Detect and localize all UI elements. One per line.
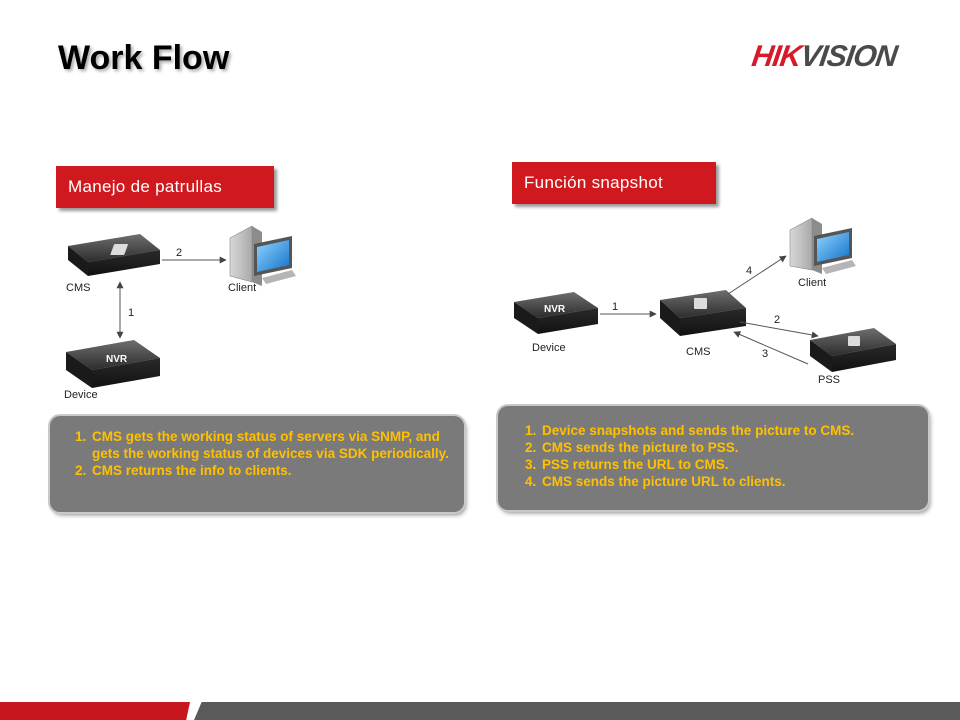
left-client-computer-icon bbox=[229, 225, 296, 286]
snapshot-section-label: Función snapshot bbox=[512, 162, 716, 204]
left-edge-1-label: 1 bbox=[128, 307, 134, 319]
right-nvr-device-icon: NVR bbox=[514, 292, 598, 334]
patrol-step-2: CMS returns the info to clients. bbox=[90, 462, 454, 479]
left-edge-2-label: 2 bbox=[176, 247, 182, 259]
snapshot-steps-note: Device snapshots and sends the picture t… bbox=[498, 406, 928, 510]
left-nvr-device-icon: NVR bbox=[66, 340, 160, 388]
snapshot-step-4: CMS sends the picture URL to clients. bbox=[540, 473, 918, 490]
left-cms-label: CMS bbox=[66, 282, 90, 294]
page-title: Work Flow bbox=[58, 39, 230, 77]
snapshot-step-2: CMS sends the picture to PSS. bbox=[540, 439, 918, 456]
right-edge-3-arrow bbox=[733, 331, 809, 365]
right-edge-2-label: 2 bbox=[774, 314, 780, 326]
right-device-label: Device bbox=[532, 342, 566, 354]
right-pss-server-icon bbox=[810, 328, 896, 372]
right-cms-server-icon bbox=[660, 290, 746, 336]
right-cms-label: CMS bbox=[686, 346, 710, 358]
workflow-diagrams: CMS Client NVR Device 2 1 NVR Device CMS bbox=[64, 217, 896, 401]
left-nvr-badge-text: NVR bbox=[106, 354, 128, 365]
patrol-section-label: Manejo de patrullas bbox=[56, 166, 274, 208]
left-client-label: Client bbox=[228, 282, 256, 294]
right-edge-3-label: 3 bbox=[762, 348, 768, 360]
patrol-steps-list: CMS gets the working status of servers v… bbox=[62, 428, 454, 479]
right-client-label: Client bbox=[798, 277, 826, 289]
snapshot-steps-list: Device snapshots and sends the picture t… bbox=[512, 422, 918, 490]
right-edge-4-arrow bbox=[727, 255, 787, 295]
patrol-steps-note: CMS gets the working status of servers v… bbox=[50, 416, 464, 512]
left-cms-server-icon bbox=[68, 234, 160, 276]
right-client-computer-icon bbox=[789, 217, 856, 274]
right-nvr-badge-text: NVR bbox=[544, 304, 566, 315]
footer-red-bar bbox=[0, 702, 190, 720]
right-edge-4-label: 4 bbox=[746, 265, 752, 277]
patrol-step-1: CMS gets the working status of servers v… bbox=[90, 428, 454, 462]
footer-gray-bar bbox=[194, 702, 960, 720]
right-pss-label: PSS bbox=[818, 374, 840, 386]
right-edge-2-arrow bbox=[739, 321, 819, 339]
right-edge-1-label: 1 bbox=[612, 301, 618, 313]
snapshot-step-1: Device snapshots and sends the picture t… bbox=[540, 422, 918, 439]
left-device-label: Device bbox=[64, 389, 98, 401]
snapshot-step-3: PSS returns the URL to CMS. bbox=[540, 456, 918, 473]
